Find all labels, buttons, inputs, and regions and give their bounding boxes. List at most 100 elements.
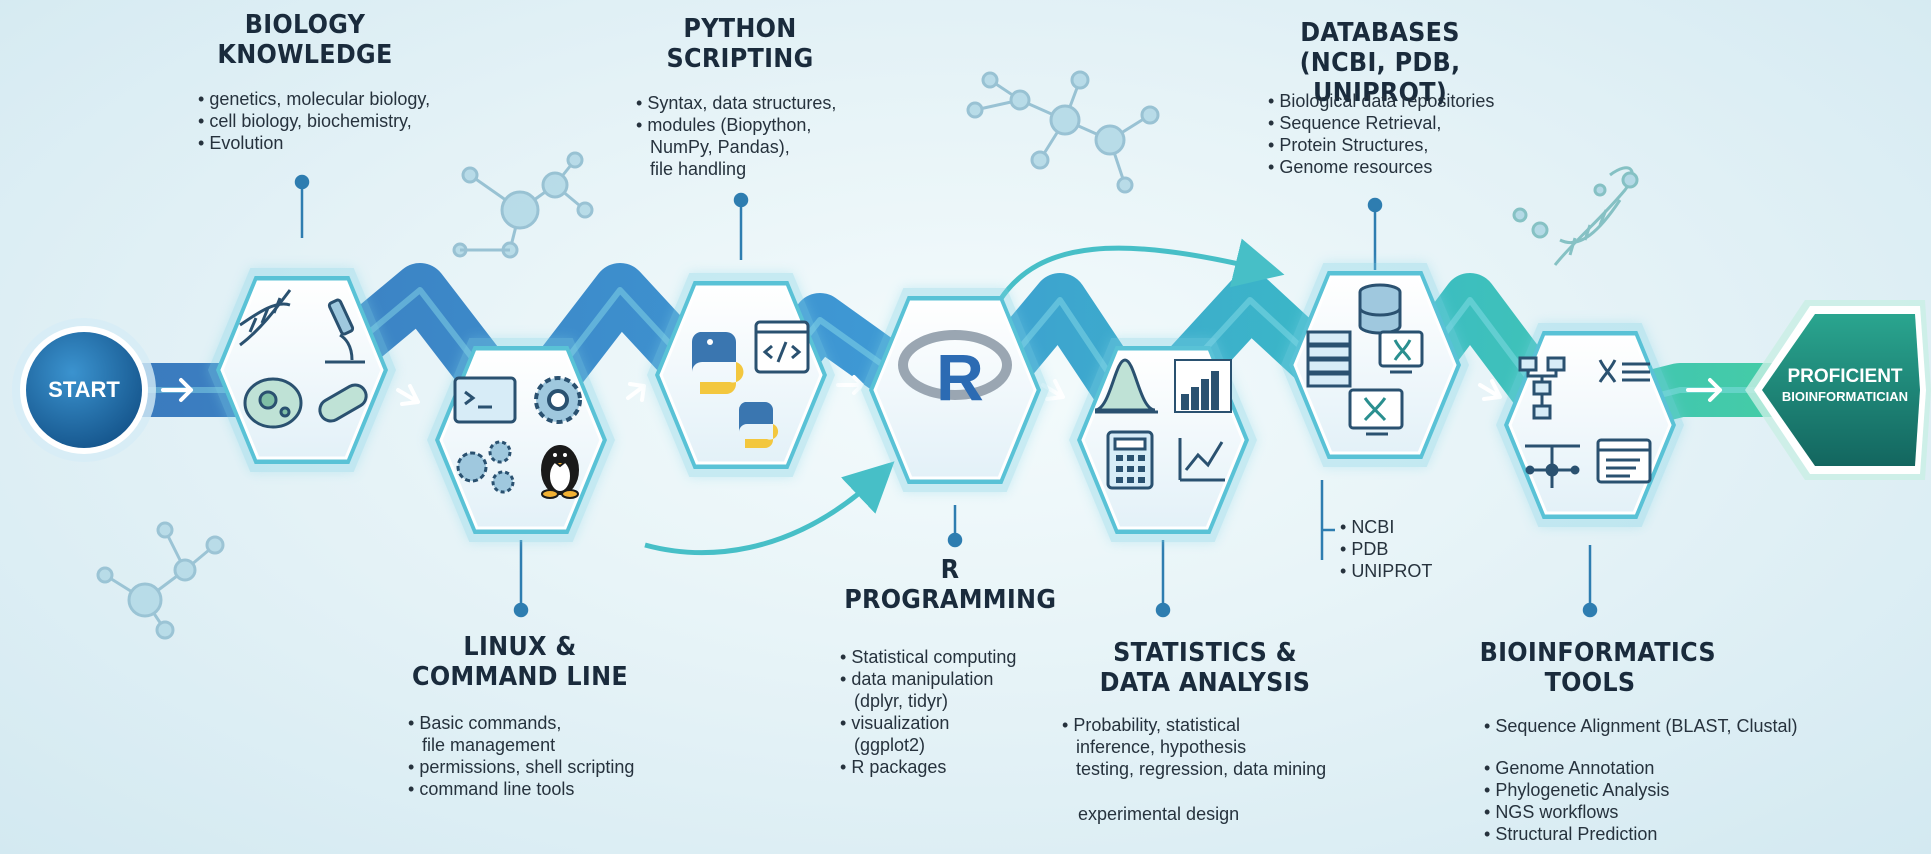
- arrow-right-icon: [626, 382, 646, 402]
- r-bullet-5: (ggplot2): [854, 735, 926, 755]
- dna-icon: [239, 289, 292, 347]
- arrow-right-icon: [1686, 378, 1722, 402]
- calculator-icon: [1106, 430, 1154, 490]
- python-logo-small-icon: [738, 402, 779, 448]
- linux-bullet-2: file management: [422, 735, 556, 755]
- terminal-icon: [453, 376, 517, 424]
- biology-title: BIOLOGY KNOWLEDGE: [204, 10, 406, 70]
- tools-title-line-2: TOOLS: [1544, 668, 1636, 698]
- r-title-line-1: R: [940, 555, 960, 585]
- tools-bullet-3: Phylogenetic Analysis: [1484, 779, 1797, 801]
- linux-title-line-2: COMMAND LINE: [411, 662, 629, 692]
- gear-icon: [534, 376, 582, 424]
- biology-title-line-2: KNOWLEDGE: [217, 40, 393, 70]
- connector-lines: [294, 174, 1598, 618]
- end-label-line-2: BIOINFORMATICIAN: [1781, 389, 1909, 404]
- databases-bullet-3: Protein Structures,: [1268, 134, 1494, 156]
- end-node: [1745, 300, 1931, 480]
- linux-title-line-1: LINUX &: [463, 632, 577, 662]
- flowchart-icon: [1518, 356, 1566, 420]
- biology-title-line-1: BIOLOGY: [244, 10, 366, 40]
- biology-bullet-3: Evolution: [198, 132, 430, 154]
- server-icon: [1306, 330, 1352, 388]
- stats-bullet-3: testing, regression, data mining: [1076, 759, 1327, 779]
- stats-bullet-1: Probability, statistical: [1062, 714, 1326, 736]
- python-bullet-2: modules (Biopython,: [636, 114, 836, 136]
- databases-list-item-1: NCBI: [1340, 516, 1432, 538]
- linux-bullet-1: Basic commands,: [408, 712, 634, 734]
- tools-bullets: Sequence Alignment (BLAST, Clustal) Geno…: [1484, 715, 1797, 845]
- tools-bullet-5: Structural Prediction: [1484, 823, 1797, 845]
- tux-penguin-icon: [541, 445, 579, 499]
- stats-title-line-2: DATA ANALYSIS: [1099, 668, 1311, 698]
- python-title: PYTHON SCRIPTING: [639, 14, 841, 74]
- python-bullets: Syntax, data structures, modules (Biopyt…: [636, 92, 836, 180]
- dna-list-icon: [1598, 359, 1650, 383]
- molecule-decoration-icon: [452, 151, 594, 259]
- r-title: R PROGRAMMING: [844, 555, 1056, 615]
- tools-title: BIOINFORMATICS TOOLS: [1479, 638, 1716, 698]
- molecule-decoration-icon: [966, 70, 1160, 194]
- r-logo-icon: R: [898, 330, 1012, 414]
- computer-dna-icon: [1348, 388, 1404, 436]
- cell-icon: [243, 377, 303, 429]
- databases-bullet-2: Sequence Retrieval,: [1268, 112, 1494, 134]
- end-label-line-1: PROFICIENT: [1787, 366, 1903, 387]
- flow-arrow-lower: [644, 461, 895, 556]
- dna-decoration-icon: [1512, 166, 1639, 266]
- stats-extra: experimental design: [1078, 804, 1240, 824]
- databases-bullet-1: Biological data repositories: [1268, 90, 1494, 112]
- linux-title: LINUX & COMMAND LINE: [405, 632, 635, 692]
- python-bullet-3: NumPy, Pandas),: [650, 137, 790, 157]
- databases-list-item-3: UNIPROT: [1340, 560, 1432, 582]
- r-bullet-4: visualization: [840, 712, 1016, 734]
- tools-title-line-1: BIOINFORMATICS: [1479, 638, 1716, 668]
- molecule-decoration-icon: [96, 521, 225, 640]
- biology-bullet-2: cell biology, biochemistry,: [198, 110, 430, 132]
- python-title-line-1: PYTHON: [683, 14, 797, 44]
- gears-icon: [456, 440, 515, 494]
- arrow-right-icon: [161, 378, 193, 402]
- r-bullet-3: (dplyr, tidyr): [854, 691, 949, 711]
- biology-bullet-1: genetics, molecular biology,: [198, 88, 430, 110]
- databases-bullet-4: Genome resources: [1268, 156, 1494, 178]
- microscope-icon: [325, 298, 365, 364]
- start-node: [12, 318, 156, 462]
- r-bullet-2: data manipulation: [840, 668, 1016, 690]
- stats-title: STATISTICS & DATA ANALYSIS: [1081, 638, 1329, 698]
- stats-title-line-1: STATISTICS &: [1113, 638, 1297, 668]
- hex-card-databases: [1281, 263, 1469, 467]
- arrow-right-icon: [396, 384, 420, 406]
- arrow-right-icon: [836, 375, 864, 395]
- document-window-icon: [1596, 438, 1652, 484]
- linux-bullet-4: command line tools: [408, 778, 634, 800]
- biology-bullets: genetics, molecular biology, cell biolog…: [198, 88, 430, 154]
- bacteria-icon: [318, 383, 368, 423]
- linux-bullets: Basic commands, file management permissi…: [408, 712, 634, 800]
- r-bullet-1: Statistical computing: [840, 646, 1016, 668]
- tools-bullet-1: Sequence Alignment (BLAST, Clustal): [1484, 715, 1797, 737]
- stats-bullets: Probability, statistical inference, hypo…: [1062, 714, 1326, 780]
- databases-list-item-2: PDB: [1340, 538, 1432, 560]
- flow-arrow-upper: [997, 238, 1285, 302]
- chevron-arrows: [161, 375, 1722, 406]
- phylogenetic-tree-icon: [1525, 444, 1580, 488]
- r-title-line-2: PROGRAMMING: [844, 585, 1057, 615]
- svg-text:R: R: [936, 340, 984, 414]
- tools-bullet-4: NGS workflows: [1484, 801, 1797, 823]
- r-bullets: Statistical computing data manipulation …: [840, 646, 1016, 778]
- bar-chart-icon: [1174, 359, 1232, 413]
- python-title-line-2: SCRIPTING: [666, 44, 814, 74]
- r-bullet-6: R packages: [840, 756, 1016, 778]
- stats-bullet-2: inference, hypothesis: [1076, 737, 1247, 757]
- arrow-right-icon: [1478, 379, 1502, 401]
- python-bullet-4: file handling: [650, 159, 747, 179]
- tools-bullet-2: Genome Annotation: [1484, 757, 1797, 779]
- databases-list: NCBI PDB UNIPROT: [1340, 516, 1432, 582]
- linux-bullet-3: permissions, shell scripting: [408, 756, 634, 778]
- code-window-icon: [754, 320, 810, 374]
- end-label: PROFICIENT BIOINFORMATICIAN: [1760, 366, 1930, 406]
- python-bullet-1: Syntax, data structures,: [636, 92, 836, 114]
- bell-curve-icon: [1094, 358, 1158, 414]
